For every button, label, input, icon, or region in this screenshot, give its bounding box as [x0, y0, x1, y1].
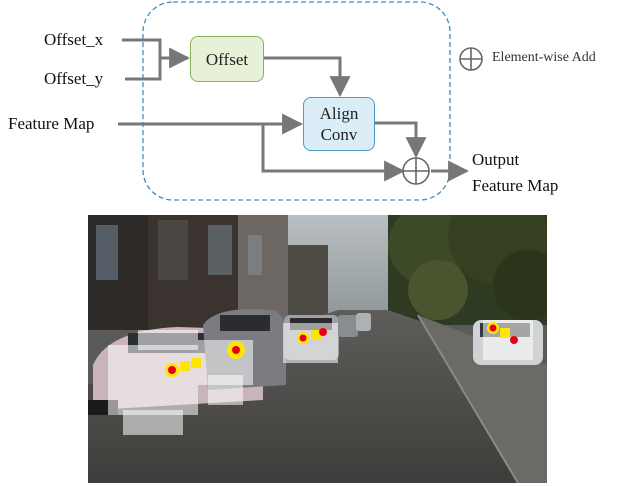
- offset-x-line: [122, 38, 162, 81]
- attention-map: [108, 320, 533, 435]
- feature-map-label: Feature Map: [8, 114, 95, 133]
- offset-block: Offset: [190, 36, 264, 82]
- car-distant-left: [338, 313, 371, 337]
- element-wise-add-icon: [402, 157, 430, 185]
- offset-block-label: Offset: [205, 49, 249, 69]
- align-conv-line2: Conv: [320, 125, 358, 144]
- street-scene-image: [88, 215, 547, 483]
- align-conv-line1: Align: [319, 104, 359, 123]
- residual-line: [261, 124, 406, 182]
- align-to-add-arrow: [374, 121, 427, 159]
- circle-plus-icon: [459, 47, 483, 71]
- dashed-module-region: [142, 1, 451, 201]
- legend-label: Element-wise Add: [492, 50, 596, 65]
- output-label-line2: Feature Map: [472, 176, 559, 195]
- output-label-line1: Output: [472, 150, 520, 169]
- align-conv-block: Align Conv: [303, 97, 375, 151]
- offset-y-label: Offset_y: [44, 69, 104, 88]
- road-surface: [88, 310, 547, 483]
- offset-to-align-arrow: [263, 56, 351, 98]
- keypoint-markers: [165, 322, 518, 377]
- offset-x-label: Offset_x: [44, 30, 104, 49]
